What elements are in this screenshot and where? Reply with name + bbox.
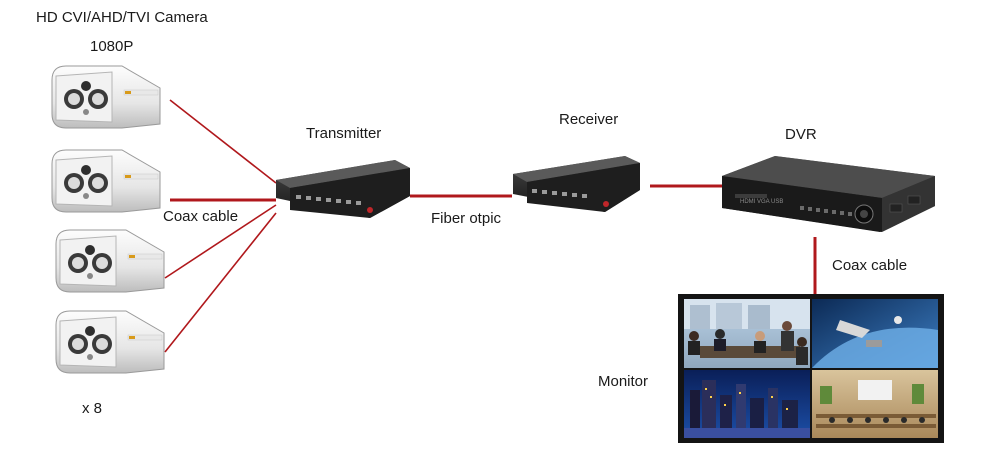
monitor-view-city [684,370,810,438]
coax-line-camera-3 [164,204,277,279]
monitor-view-meeting [684,299,810,368]
camera-2 [51,149,161,213]
receiver-label: Receiver [559,111,619,128]
camera-resolution: 1080P [90,38,134,55]
coax-line-camera-4 [164,212,277,353]
dvr-device [722,156,935,232]
link-lines [164,99,817,353]
camera-quantity: x 8 [82,400,103,417]
coax-line-camera-1 [169,99,277,184]
camera-4 [55,310,165,374]
fiber-optic-label: Fiber otpic [431,210,502,227]
camera-title: HD CVI/AHD/TVI Camera [36,9,208,26]
monitor-device [678,294,944,443]
dvr-front-text: HDMI VGA USB [740,199,783,205]
camera-3 [55,229,165,293]
coax-cable-label-right: Coax cable [832,257,908,274]
transmitter-device [276,160,410,218]
receiver-device [513,156,640,212]
monitor-view-space [812,299,938,368]
monitor-view-classroom [812,370,938,438]
monitor-label: Monitor [598,373,649,390]
transmitter-label: Transmitter [306,125,382,142]
coax-cable-label-left: Coax cable [163,208,239,225]
camera-1 [51,65,161,129]
dvr-label: DVR [785,126,817,143]
